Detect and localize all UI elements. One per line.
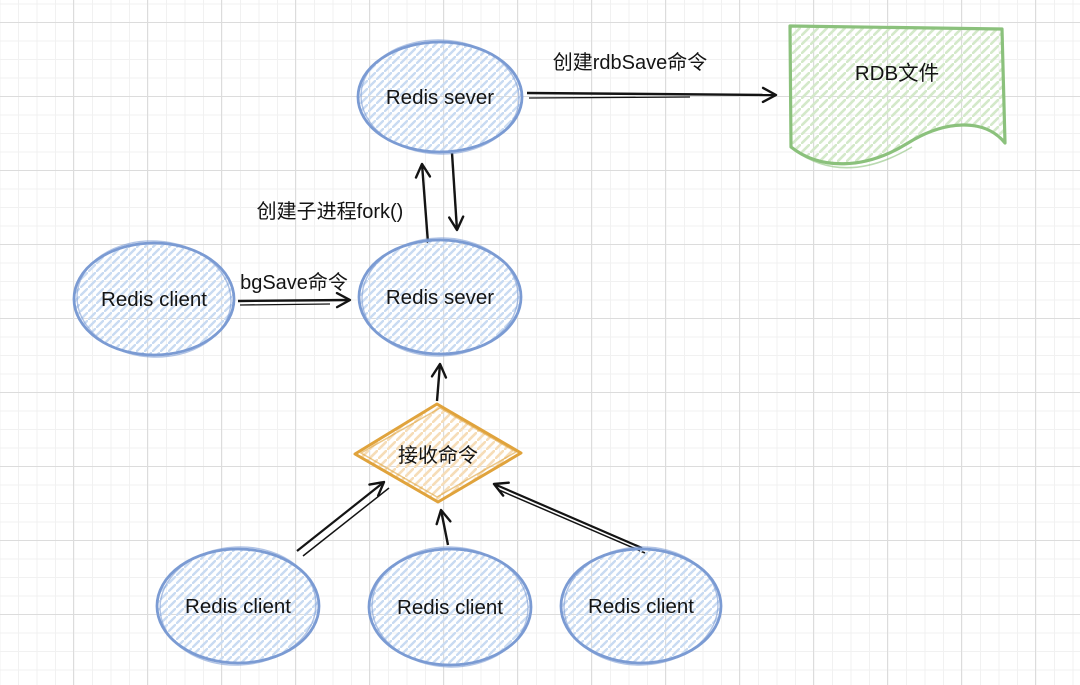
- edge-label-bgsave: bgSave命令: [240, 271, 348, 294]
- node-redis-server-mid: Redis sever: [357, 237, 523, 357]
- edge-label-create-rdbsave: 创建rdbSave命令: [553, 51, 708, 74]
- edge-bgsave-arrow: [237, 291, 352, 309]
- node-redis-client-bottom-2-label: Redis client: [397, 596, 503, 619]
- node-rdb-file-label: RDB文件: [855, 62, 939, 85]
- edge-diamond-to-server-arrow: [430, 362, 448, 402]
- node-redis-client-bottom-2: Redis client: [367, 546, 533, 668]
- edge-fork-up-arrow: [414, 162, 432, 244]
- node-redis-client-left: Redis client: [72, 240, 236, 358]
- edge-fork-down-arrow: [447, 152, 465, 232]
- edge-create-rdbsave-arrow: [526, 86, 778, 104]
- node-receive-command-diamond: 接收命令: [353, 402, 523, 504]
- node-redis-client-bottom-1-label: Redis client: [185, 595, 291, 618]
- node-redis-server-top: Redis sever: [356, 39, 524, 155]
- node-redis-server-top-label: Redis sever: [386, 86, 494, 109]
- node-redis-server-mid-label: Redis sever: [386, 286, 494, 309]
- edge-client2-to-diamond-arrow: [435, 508, 452, 546]
- node-receive-command-label: 接收命令: [398, 444, 478, 467]
- node-rdb-file: RDB文件: [788, 24, 1007, 169]
- node-redis-client-left-label: Redis client: [101, 288, 207, 311]
- edge-client1-to-diamond-arrow: [296, 480, 390, 557]
- node-redis-client-bottom-3: Redis client: [559, 546, 723, 666]
- edge-label-fork: 创建子进程fork(): [257, 200, 404, 223]
- edge-client3-to-diamond-arrow: [492, 481, 646, 554]
- node-redis-client-bottom-1: Redis client: [155, 546, 321, 666]
- node-redis-client-bottom-3-label: Redis client: [588, 595, 694, 618]
